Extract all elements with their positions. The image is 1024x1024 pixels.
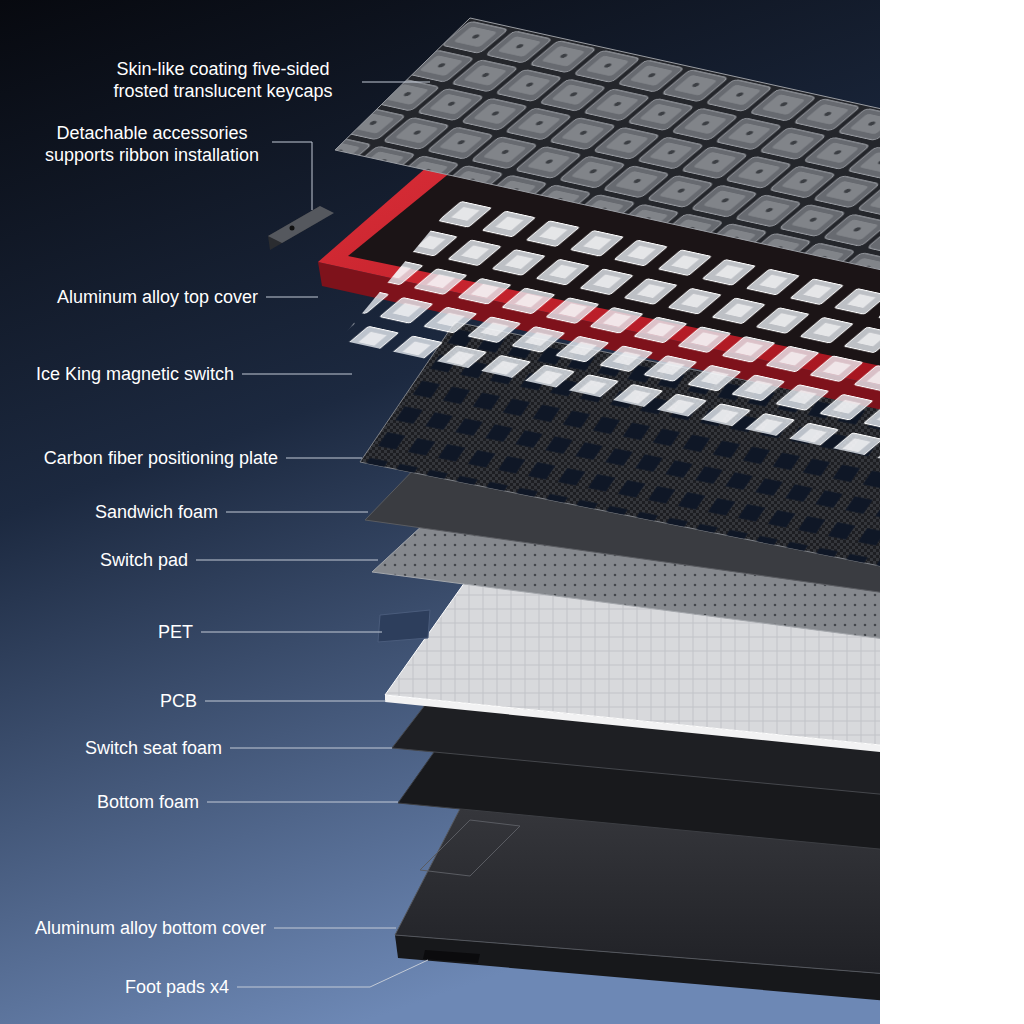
part-label: Bottom foam [97, 791, 199, 813]
part-label: Foot pads x4 [125, 976, 229, 998]
part-label: PET [158, 621, 193, 643]
part-label: Ice King magnetic switch [36, 363, 234, 385]
part-label: Aluminum alloy bottom cover [35, 917, 266, 939]
part-label: Aluminum alloy top cover [57, 286, 258, 308]
part-label: PCB [160, 690, 197, 712]
part-label: Switch seat foam [85, 737, 222, 759]
part-label: Skin-like coating five-sided frosted tra… [88, 58, 358, 102]
part-label: Carbon fiber positioning plate [44, 447, 278, 469]
part-label: Sandwich foam [95, 501, 218, 523]
part-label: Switch pad [100, 549, 188, 571]
part-label: Detachable accessories supports ribbon i… [36, 122, 268, 166]
